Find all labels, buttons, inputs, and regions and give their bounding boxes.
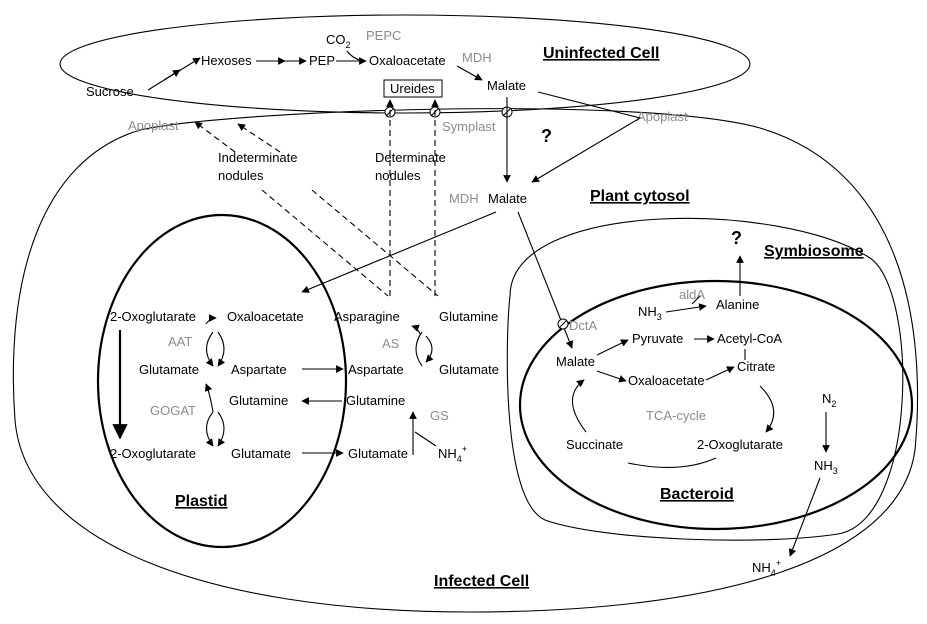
mdh-uninfected-label: MDH <box>462 50 492 65</box>
ureides-box <box>383 79 443 98</box>
infected-cell-outline <box>12 108 919 613</box>
gs-label: GS <box>430 408 449 423</box>
indeterminate-nodules-label: nodules <box>218 168 264 183</box>
sucrose-label: Sucrose <box>86 84 134 99</box>
symplast-label: Symplast <box>442 119 496 134</box>
pyruvate-label: Pyruvate <box>632 331 683 346</box>
asparagine-label: Asparagine <box>334 309 400 324</box>
question-mark-alanine: ? <box>731 228 742 248</box>
apoplast-left-label: Apoplast <box>128 118 179 133</box>
ureides-label: Ureides <box>390 81 435 96</box>
title-symbiosome: Symbiosome <box>764 243 864 260</box>
oxoglutarate-top-label: 2-Oxoglutarate <box>110 309 196 324</box>
glutamate-plastid-label: Glutamate <box>139 362 199 377</box>
nh3-bacteroid-label: NH3 <box>638 304 662 322</box>
determinate-nodules-label: nodules <box>375 168 421 183</box>
succinate-label: Succinate <box>566 437 623 452</box>
oxaloacetate-plastid-label: Oxaloacetate <box>227 309 304 324</box>
nh4-cytosol-label: NH4+ <box>438 444 467 464</box>
malate-cytosol-label: Malate <box>488 191 527 206</box>
tca-cycle-label: TCA-cycle <box>646 408 706 423</box>
dcta-label: DctA <box>569 318 598 333</box>
bacteroid-outline <box>518 279 914 531</box>
title-plastid: Plastid <box>175 493 227 510</box>
plastid-arrows <box>112 314 226 447</box>
glutamine-plastid-label: Glutamine <box>229 393 288 408</box>
title-bacteroid: Bacteroid <box>660 486 734 503</box>
co2-label: CO2 <box>326 32 351 50</box>
apoplast-right-label: Apoplast <box>637 109 688 124</box>
hexoses-label: Hexoses <box>201 53 252 68</box>
title-infected-cell: Infected Cell <box>434 573 529 590</box>
aspartate-plastid-label: Aspartate <box>231 362 287 377</box>
bacteroid-arrows <box>571 255 830 557</box>
gogat-label: GOGAT <box>150 403 196 418</box>
indeterminate-label: Indeterminate <box>218 150 298 165</box>
n2-label: N2 <box>822 391 836 409</box>
oxaloacetate-bacteroid-label: Oxaloacetate <box>628 373 705 388</box>
oxoglutarate-bacteroid-label: 2-Oxoglutarate <box>697 437 783 452</box>
glutamate-right-label: Glutamate <box>439 362 499 377</box>
malate-uninfected-label: Malate <box>487 78 526 93</box>
mdh-cytosol-label: MDH <box>449 191 479 206</box>
nh4-bacteroid-label: NH4+ <box>752 558 781 578</box>
acetyl-coa-label: Acetyl-CoA <box>717 331 782 346</box>
citrate-label: Citrate <box>737 359 775 374</box>
determinate-label: Determinate <box>375 150 446 165</box>
uninfected-cell-outline <box>59 14 751 114</box>
cytosol-arrows <box>301 324 437 457</box>
pepc-label: PEPC <box>366 28 401 43</box>
title-plant-cytosol: Plant cytosol <box>590 188 690 205</box>
glutamine-top-label: Glutamine <box>439 309 498 324</box>
glutamine-mid-label: Glutamine <box>346 393 405 408</box>
alanine-label: Alanine <box>716 297 759 312</box>
as-label: AS <box>382 336 400 351</box>
oxoglutarate-bottom-label: 2-Oxoglutarate <box>110 446 196 461</box>
uninfected-arrows <box>147 50 483 91</box>
glutamate-plastid-bottom-label: Glutamate <box>231 446 291 461</box>
aat-label: AAT <box>168 334 192 349</box>
nh3-bacteroid-bottom-label: NH3 <box>814 458 838 476</box>
pep-label: PEP <box>309 53 335 68</box>
aspartate-cytosol-label: Aspartate <box>348 362 404 377</box>
plastid-outline <box>96 213 348 549</box>
glutamate-bottom-label: Glutamate <box>348 446 408 461</box>
malate-bacteroid-label: Malate <box>556 354 595 369</box>
title-uninfected-cell: Uninfected Cell <box>543 45 659 62</box>
question-mark-transport: ? <box>541 126 552 146</box>
alda-label: aldA <box>679 287 705 302</box>
dashed-export-arrows <box>194 99 439 297</box>
oxaloacetate-uninfected-label: Oxaloacetate <box>369 53 446 68</box>
symbiosome-outline <box>506 217 904 541</box>
